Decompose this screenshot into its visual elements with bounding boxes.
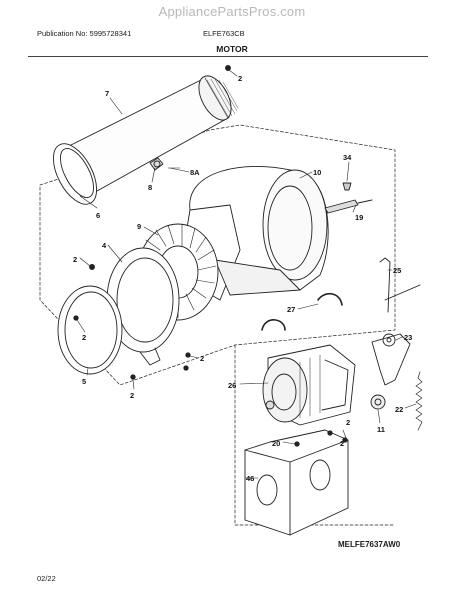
callout-26: 26	[228, 381, 236, 390]
sensor-part-19	[324, 199, 373, 214]
publication-number: Publication No: 5995728341	[37, 29, 132, 38]
clamps-part-27	[261, 292, 343, 331]
callout-8: 8	[148, 183, 152, 192]
motor-mount-part-46	[244, 429, 349, 536]
idler-pulley-part-11	[370, 394, 386, 410]
screw-2-bottom	[130, 374, 136, 380]
callout-25: 25	[393, 266, 401, 275]
callout-2: 2	[130, 391, 134, 400]
screw-part-34	[342, 182, 352, 191]
callout-8a: 8A	[190, 168, 200, 177]
callout-27: 27	[287, 305, 295, 314]
screw-2-left	[89, 264, 95, 270]
screw-2-mid	[183, 352, 191, 371]
callout-19: 19	[355, 213, 363, 222]
screw-20	[294, 441, 300, 447]
callout-2: 2	[340, 439, 344, 448]
site-watermark: AppliancePartsPros.com	[158, 4, 306, 19]
screw-2-seal	[73, 315, 79, 321]
callout-34: 34	[343, 153, 352, 162]
callout-7: 7	[105, 89, 109, 98]
sensor-part-8	[149, 157, 164, 171]
model-number: ELFE763CB	[203, 29, 245, 38]
page-date: 02/22	[37, 574, 56, 583]
diagram-reference-code: MELFE7637AW0	[338, 540, 401, 549]
callout-4: 4	[102, 241, 107, 250]
blower-seal-part-5	[57, 285, 123, 375]
spring-part-22	[415, 371, 423, 431]
leader-lines	[76, 69, 417, 479]
screw-2-mount	[327, 430, 348, 443]
callout-11: 11	[377, 425, 385, 434]
rod-part-25	[379, 257, 421, 313]
callout-2: 2	[73, 255, 77, 264]
callout-2: 2	[200, 354, 204, 363]
callout-22: 22	[395, 405, 403, 414]
duct-tube-part-7	[64, 75, 239, 197]
idler-bracket-part-23	[371, 333, 411, 386]
callout-5: 5	[82, 377, 86, 386]
callout-20: 20	[272, 439, 280, 448]
callout-2: 2	[238, 74, 242, 83]
callout-2: 2	[82, 333, 86, 342]
page-title: MOTOR	[216, 44, 248, 54]
drive-motor-part-26	[262, 344, 356, 426]
callout-23: 23	[404, 333, 412, 342]
header-rule	[28, 56, 428, 57]
callout-46: 46	[246, 474, 254, 483]
callout-6: 6	[96, 211, 100, 220]
callout-10: 10	[313, 168, 321, 177]
callout-2: 2	[346, 418, 350, 427]
callout-9: 9	[137, 222, 141, 231]
screw-2-top	[225, 65, 231, 71]
